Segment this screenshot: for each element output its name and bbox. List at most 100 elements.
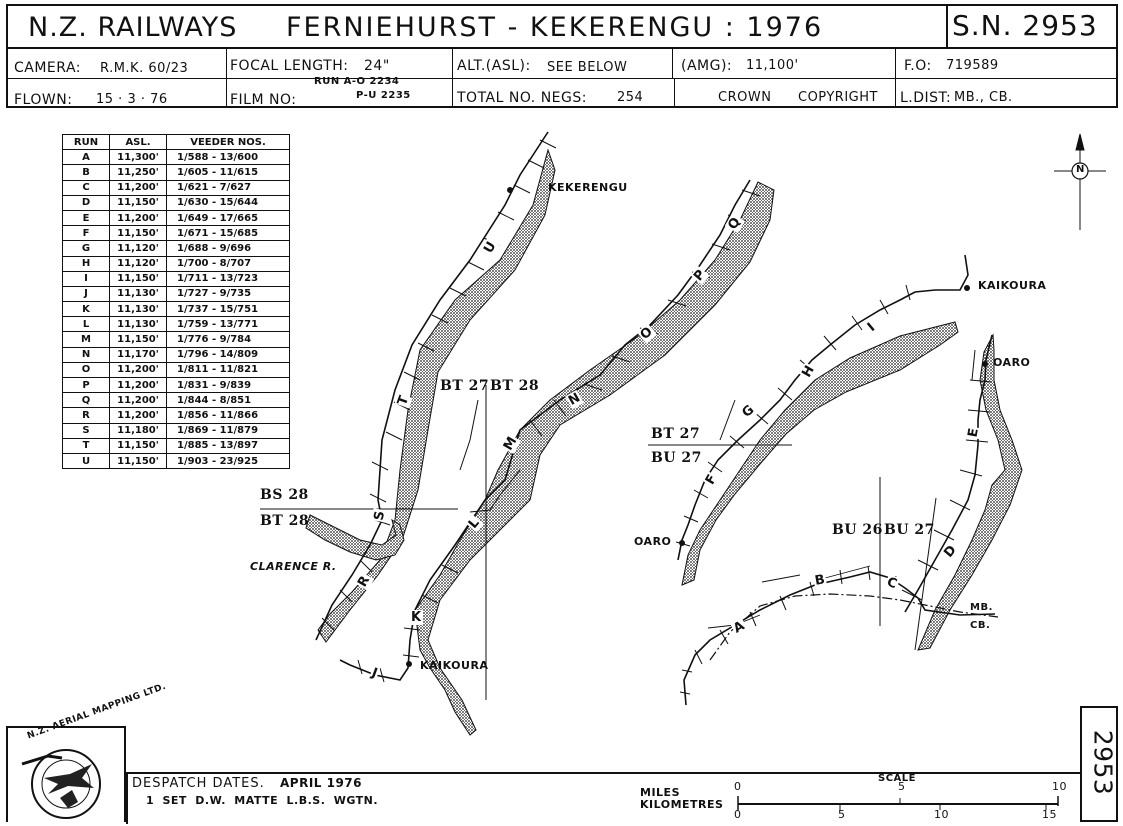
- north-arrow: [1054, 133, 1106, 230]
- coast-shading-far-right: [917, 333, 1023, 651]
- divider: [8, 78, 1116, 79]
- place-kaikoura-right: KAIKOURA: [978, 279, 1047, 292]
- veeder-cell: 1/711 - 13/723: [166, 270, 290, 287]
- logo-box: N.Z. AERIAL MAPPING LTD.: [6, 682, 168, 822]
- flown-label: FLOWN:: [14, 92, 73, 108]
- km-tick-0: 0: [734, 808, 742, 821]
- fo-value: 719589: [946, 58, 999, 73]
- despatch-set: 1 SET D.W. MATTE L.B.S. WGTN.: [146, 794, 379, 807]
- km-tick-5: 5: [838, 808, 846, 821]
- rail-north: [315, 131, 549, 641]
- sheet-bs28: BS 28: [260, 487, 309, 503]
- negs-value: 254: [617, 90, 644, 105]
- flown-value: 15 · 3 · 76: [96, 92, 168, 107]
- table-header-row: RUN ASL. VEEDER NOS.: [62, 133, 290, 151]
- flight-lines: [374, 349, 976, 526]
- negs-label: TOTAL NO. NEGS:: [457, 90, 587, 106]
- run-letter-b: B: [812, 572, 828, 589]
- miles-tick-5: 5: [898, 780, 906, 793]
- scale-miles-label: MILES: [640, 786, 680, 799]
- copyright-text: COPYRIGHT: [798, 90, 878, 105]
- place-kaikoura: KAIKOURA: [420, 659, 489, 672]
- scale-bar: [737, 796, 1059, 810]
- place-oaro-left: OARO: [634, 535, 672, 548]
- camera-value: R.M.K. 60/23: [100, 61, 189, 76]
- place-clarence-river: CLARENCE R.: [250, 560, 337, 573]
- sheet-bt28-a: BT 28: [490, 378, 540, 394]
- place-kekerengu: KEKERENGU: [548, 181, 628, 194]
- divider: [946, 6, 948, 47]
- ldist-label: L.DIST:: [900, 90, 952, 106]
- camera-label: CAMERA:: [14, 60, 81, 76]
- river-shading: [414, 181, 775, 736]
- flight-line-d: [914, 497, 937, 651]
- film-run-1: RUN A-O 2234: [314, 76, 400, 87]
- sheet-bt28-b: BT 28: [260, 513, 310, 529]
- divider: [8, 47, 1116, 49]
- focal-value: 24": [364, 58, 390, 74]
- oaro-right-marker: [982, 361, 988, 367]
- divider: [452, 47, 453, 108]
- film-label: FILM NO:: [230, 92, 297, 108]
- sheet-bu27-a: BU 27: [651, 450, 702, 466]
- amg-value: 11,100': [746, 58, 799, 73]
- label-cb: CB.: [970, 620, 991, 631]
- sheet-boundaries: [260, 349, 976, 700]
- flight-lines-south: [707, 565, 871, 629]
- scale-title: SCALE: [878, 773, 916, 784]
- kaikoura-right-marker: [964, 285, 970, 291]
- coast-shading-right: [681, 321, 959, 586]
- divider: [672, 47, 673, 78]
- run-letter-k: K: [410, 610, 423, 625]
- amg-label: (AMG):: [681, 58, 733, 74]
- sheet-bt27-a: BT 27: [440, 378, 490, 394]
- footer-block: DESPATCH DATES. APRIL 1976 1 SET D.W. MA…: [126, 772, 1082, 824]
- run-letter-s: S: [371, 508, 389, 523]
- north-label: N: [1076, 164, 1085, 175]
- coast-shading-left: [317, 148, 556, 643]
- scale-km-label: KILOMETRES: [640, 798, 724, 811]
- kaikoura-marker: [406, 661, 412, 667]
- sheet-number-box: 2953: [1080, 706, 1118, 822]
- rail-far-right: [904, 334, 993, 613]
- despatch-value: APRIL 1976: [280, 776, 363, 790]
- sheet-bt27-b: BT 27: [651, 426, 701, 442]
- sheet-bu27-b: BU 27: [884, 522, 935, 538]
- crown-text: CROWN: [718, 90, 772, 105]
- divider: [226, 47, 227, 108]
- km-tick-15: 15: [1042, 808, 1057, 821]
- land-district-boundary: [709, 593, 999, 661]
- kekerengu-marker: [507, 187, 513, 193]
- miles-tick-10: 10: [1052, 780, 1067, 793]
- ldist-value: MB., CB.: [954, 90, 1013, 105]
- rail-right: [677, 254, 969, 561]
- miles-tick-0: 0: [734, 780, 742, 793]
- sheet-number-vertical: 2953: [1088, 729, 1118, 796]
- oaro-left-marker: [679, 540, 685, 546]
- label-mb: MB.: [970, 602, 993, 613]
- run-letter-e: E: [965, 425, 983, 440]
- place-oaro-right: OARO: [993, 356, 1031, 369]
- alt-label: ALT.(ASL):: [457, 58, 531, 74]
- aerial-mapping-logo: [21, 749, 101, 819]
- title-main: FERNIEHURST - KEKERENGU : 1976: [286, 12, 824, 43]
- focal-label: FOCAL LENGTH:: [230, 58, 349, 74]
